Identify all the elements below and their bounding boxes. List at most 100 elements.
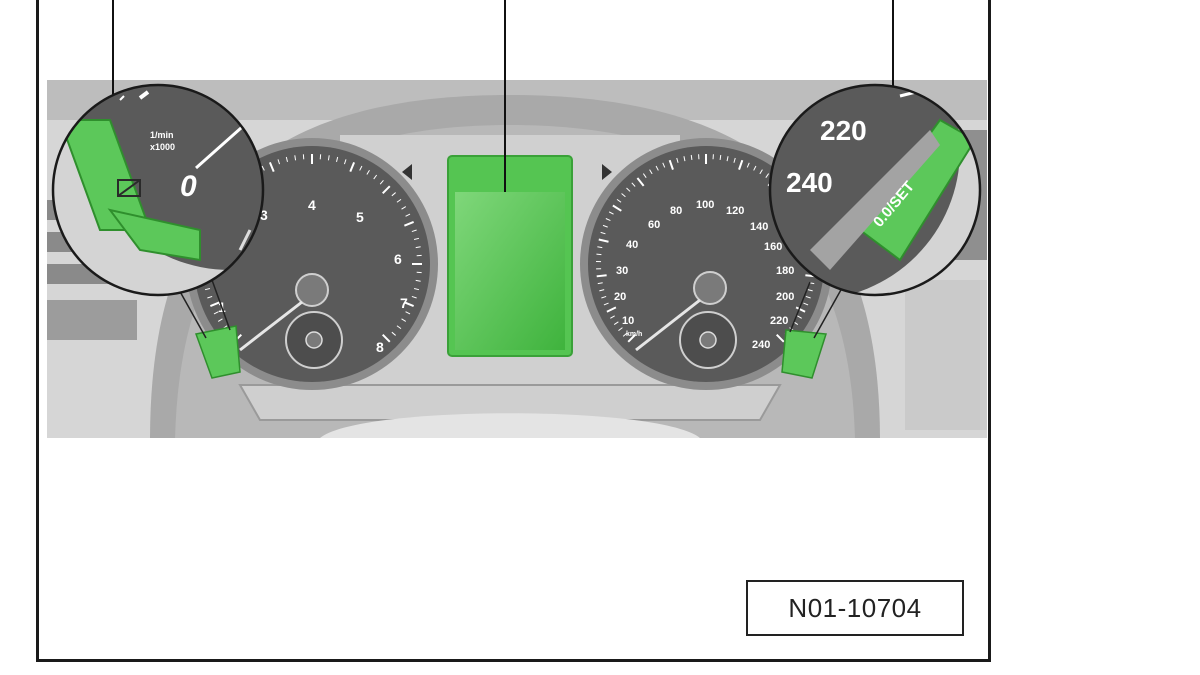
dial-tick (359, 165, 363, 171)
speed-label-10: 10 (622, 315, 634, 327)
speedo-reset-button-highlight (781, 329, 827, 379)
speedometer-dial: 10 20 30 40 60 80 100 120 140 160 180 20… (580, 138, 832, 390)
dial-tick (405, 213, 411, 217)
dial-tick (613, 321, 619, 326)
dial-tick (618, 327, 623, 332)
tach-needle (239, 300, 303, 352)
speed-unit: km/h (626, 331, 642, 338)
central-display-highlight (447, 155, 573, 357)
dial-tick (396, 198, 402, 203)
speed-hub (693, 271, 727, 305)
speed-label-20: 20 (614, 291, 626, 303)
dial-tick (597, 282, 603, 285)
tach-hub (295, 273, 329, 307)
dial-tick (797, 315, 802, 319)
dial-tick (411, 295, 417, 299)
dial-tick (598, 238, 609, 243)
dial-tick (753, 165, 757, 171)
tach-unit-line1: 1/min (150, 130, 174, 140)
speed-label-140: 140 (750, 221, 768, 233)
zoom-circle-left: 1/min x1000 0 (51, 83, 265, 297)
turn-left-arrow-icon (402, 164, 412, 180)
speed-label-100: 100 (696, 199, 714, 211)
dial-tick (803, 302, 809, 306)
dial-tick (601, 295, 607, 299)
tach-label-7: 7 (400, 295, 408, 311)
dial-tick (382, 334, 391, 343)
dial-tick (277, 159, 281, 165)
dial-tick (599, 289, 605, 292)
tach-label-3: 3 (260, 207, 268, 223)
dial-tick (655, 165, 659, 171)
dial-tick (415, 246, 421, 249)
dial-tick (209, 301, 220, 308)
dial-tick (411, 229, 417, 233)
dial-tick (404, 220, 415, 227)
dial-tick (597, 246, 603, 249)
dial-tick (285, 156, 288, 163)
figure-frame (36, 0, 991, 662)
dial-tick (327, 155, 330, 161)
dial-tick (207, 295, 213, 299)
speed-label-40: 40 (626, 239, 638, 251)
dial-tick (805, 295, 811, 299)
speedometer-ticks (596, 154, 816, 343)
zoom-label-240: 240 (786, 167, 833, 198)
speed-label-160: 160 (764, 241, 782, 253)
dial-tick (349, 161, 356, 172)
dial-tick (606, 306, 617, 313)
tach-label-4: 4 (308, 197, 316, 213)
zoom-right-connector (813, 287, 843, 339)
dial-tick (612, 204, 622, 212)
dial-tick (631, 182, 636, 187)
dial-tick (217, 318, 223, 322)
dial-tick (213, 311, 219, 315)
speed-label-30: 30 (616, 265, 628, 277)
dial-tick (733, 157, 736, 163)
zoom-circle-right: 220 240 0.0/SET (768, 83, 982, 297)
dial-tick (776, 334, 785, 343)
dial-tick (608, 211, 614, 215)
dial-tick (622, 332, 628, 337)
speed-needle (635, 298, 701, 352)
dial-tick (795, 306, 806, 313)
speed-label-200: 200 (776, 291, 794, 303)
dial-tick (204, 288, 211, 291)
dial-tick (396, 325, 402, 330)
dial-tick (621, 193, 626, 198)
dial-tick (738, 159, 744, 170)
tach-label-5: 5 (356, 209, 364, 225)
dial-tick (343, 159, 347, 165)
dial-tick (603, 302, 609, 306)
dial-tick (261, 165, 265, 171)
dial-tick (668, 159, 674, 170)
dial-tick (415, 279, 421, 282)
dial-tick (610, 315, 615, 319)
svg-text:0: 0 (180, 170, 197, 203)
figure-reference-code: N01-10704 (746, 580, 964, 636)
dial-tick (626, 187, 631, 192)
dial-tick (759, 169, 763, 175)
dial-tick (336, 156, 339, 163)
dial-tick (616, 198, 622, 203)
dial-tick (391, 331, 396, 336)
dial-tick (662, 162, 666, 168)
dial-tick (382, 185, 391, 194)
dial-tick (636, 177, 645, 187)
speed-label-80: 80 (670, 205, 682, 217)
zoom-left-connector (177, 287, 207, 339)
dial-tick (765, 173, 770, 178)
speed-label-120: 120 (726, 205, 744, 217)
dial-tick (366, 169, 370, 175)
dial-tick (676, 157, 679, 163)
dial-tick (401, 318, 407, 322)
dial-tick (413, 237, 420, 240)
speed-label-220: 220 (770, 315, 788, 327)
dial-tick (649, 169, 653, 175)
dial-tick (683, 156, 686, 162)
dial-tick (807, 289, 813, 292)
tach-reset-button-highlight (194, 325, 241, 379)
dial-tick (405, 311, 411, 315)
dial-tick (391, 192, 396, 197)
dial-tick (627, 334, 636, 343)
